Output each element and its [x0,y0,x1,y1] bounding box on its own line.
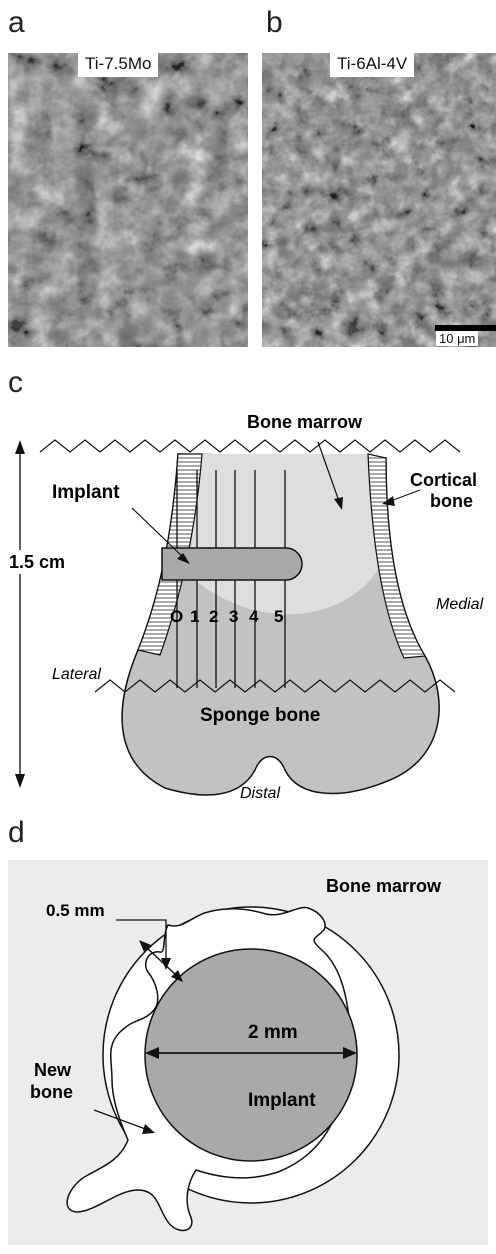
position-label-3: 3 [229,607,238,626]
position-label-1: 1 [190,607,199,626]
bone-marrow-region [190,454,378,614]
position-label-o: O [170,607,183,626]
cortical-label-line2: bone [430,491,473,511]
sem-image-ti-7-5mo: Ti-7.5Mo [8,53,248,347]
position-label-4: 4 [249,607,259,626]
sponge-bone-label: Sponge bone [200,705,320,726]
gap-label: 0.5 mm [46,901,105,920]
femur-diagram: O 1 2 3 4 5 1.5 cm Bone marrow Cortical … [0,400,496,810]
bone-marrow-label: Bone marrow [247,412,363,432]
sem-image-ti-6al-4v: Ti-6Al-4V 10 μm [262,53,496,347]
cortical-label-line1: Cortical [410,470,477,490]
position-label-5: 5 [274,607,283,626]
distal-label: Distal [240,785,280,802]
length-label: 1.5 cm [9,552,65,572]
implant-label-d: Implant [248,1090,316,1111]
scale-bar-label: 10 μm [436,331,478,346]
panel-letter-b: b [266,8,283,38]
sem-label-b: Ti-6Al-4V [330,53,414,77]
cross-section-diagram: Bone marrow 0.5 mm 2 mm Implant New bone [8,860,488,1245]
length-arrow-head-top [15,440,25,454]
diameter-label: 2 mm [248,1022,298,1043]
length-arrow-head-bottom [15,774,25,788]
bone-marrow-label-d: Bone marrow [326,876,442,896]
implant-label: Implant [52,482,120,503]
panel-letter-c: c [8,368,23,398]
panel-letter-a: a [8,8,25,38]
lateral-label: Lateral [52,666,101,683]
new-bone-label-line1: New [34,1060,72,1080]
medial-label: Medial [436,596,484,613]
sem-texture-b [262,53,496,347]
new-bone-label-line2: bone [30,1082,73,1102]
zigzag-top [40,440,460,452]
position-label-2: 2 [209,607,218,626]
sem-texture-a [8,53,248,347]
implant-disc [145,949,357,1161]
sem-label-a: Ti-7.5Mo [78,53,158,77]
panel-letter-d: d [8,818,25,848]
